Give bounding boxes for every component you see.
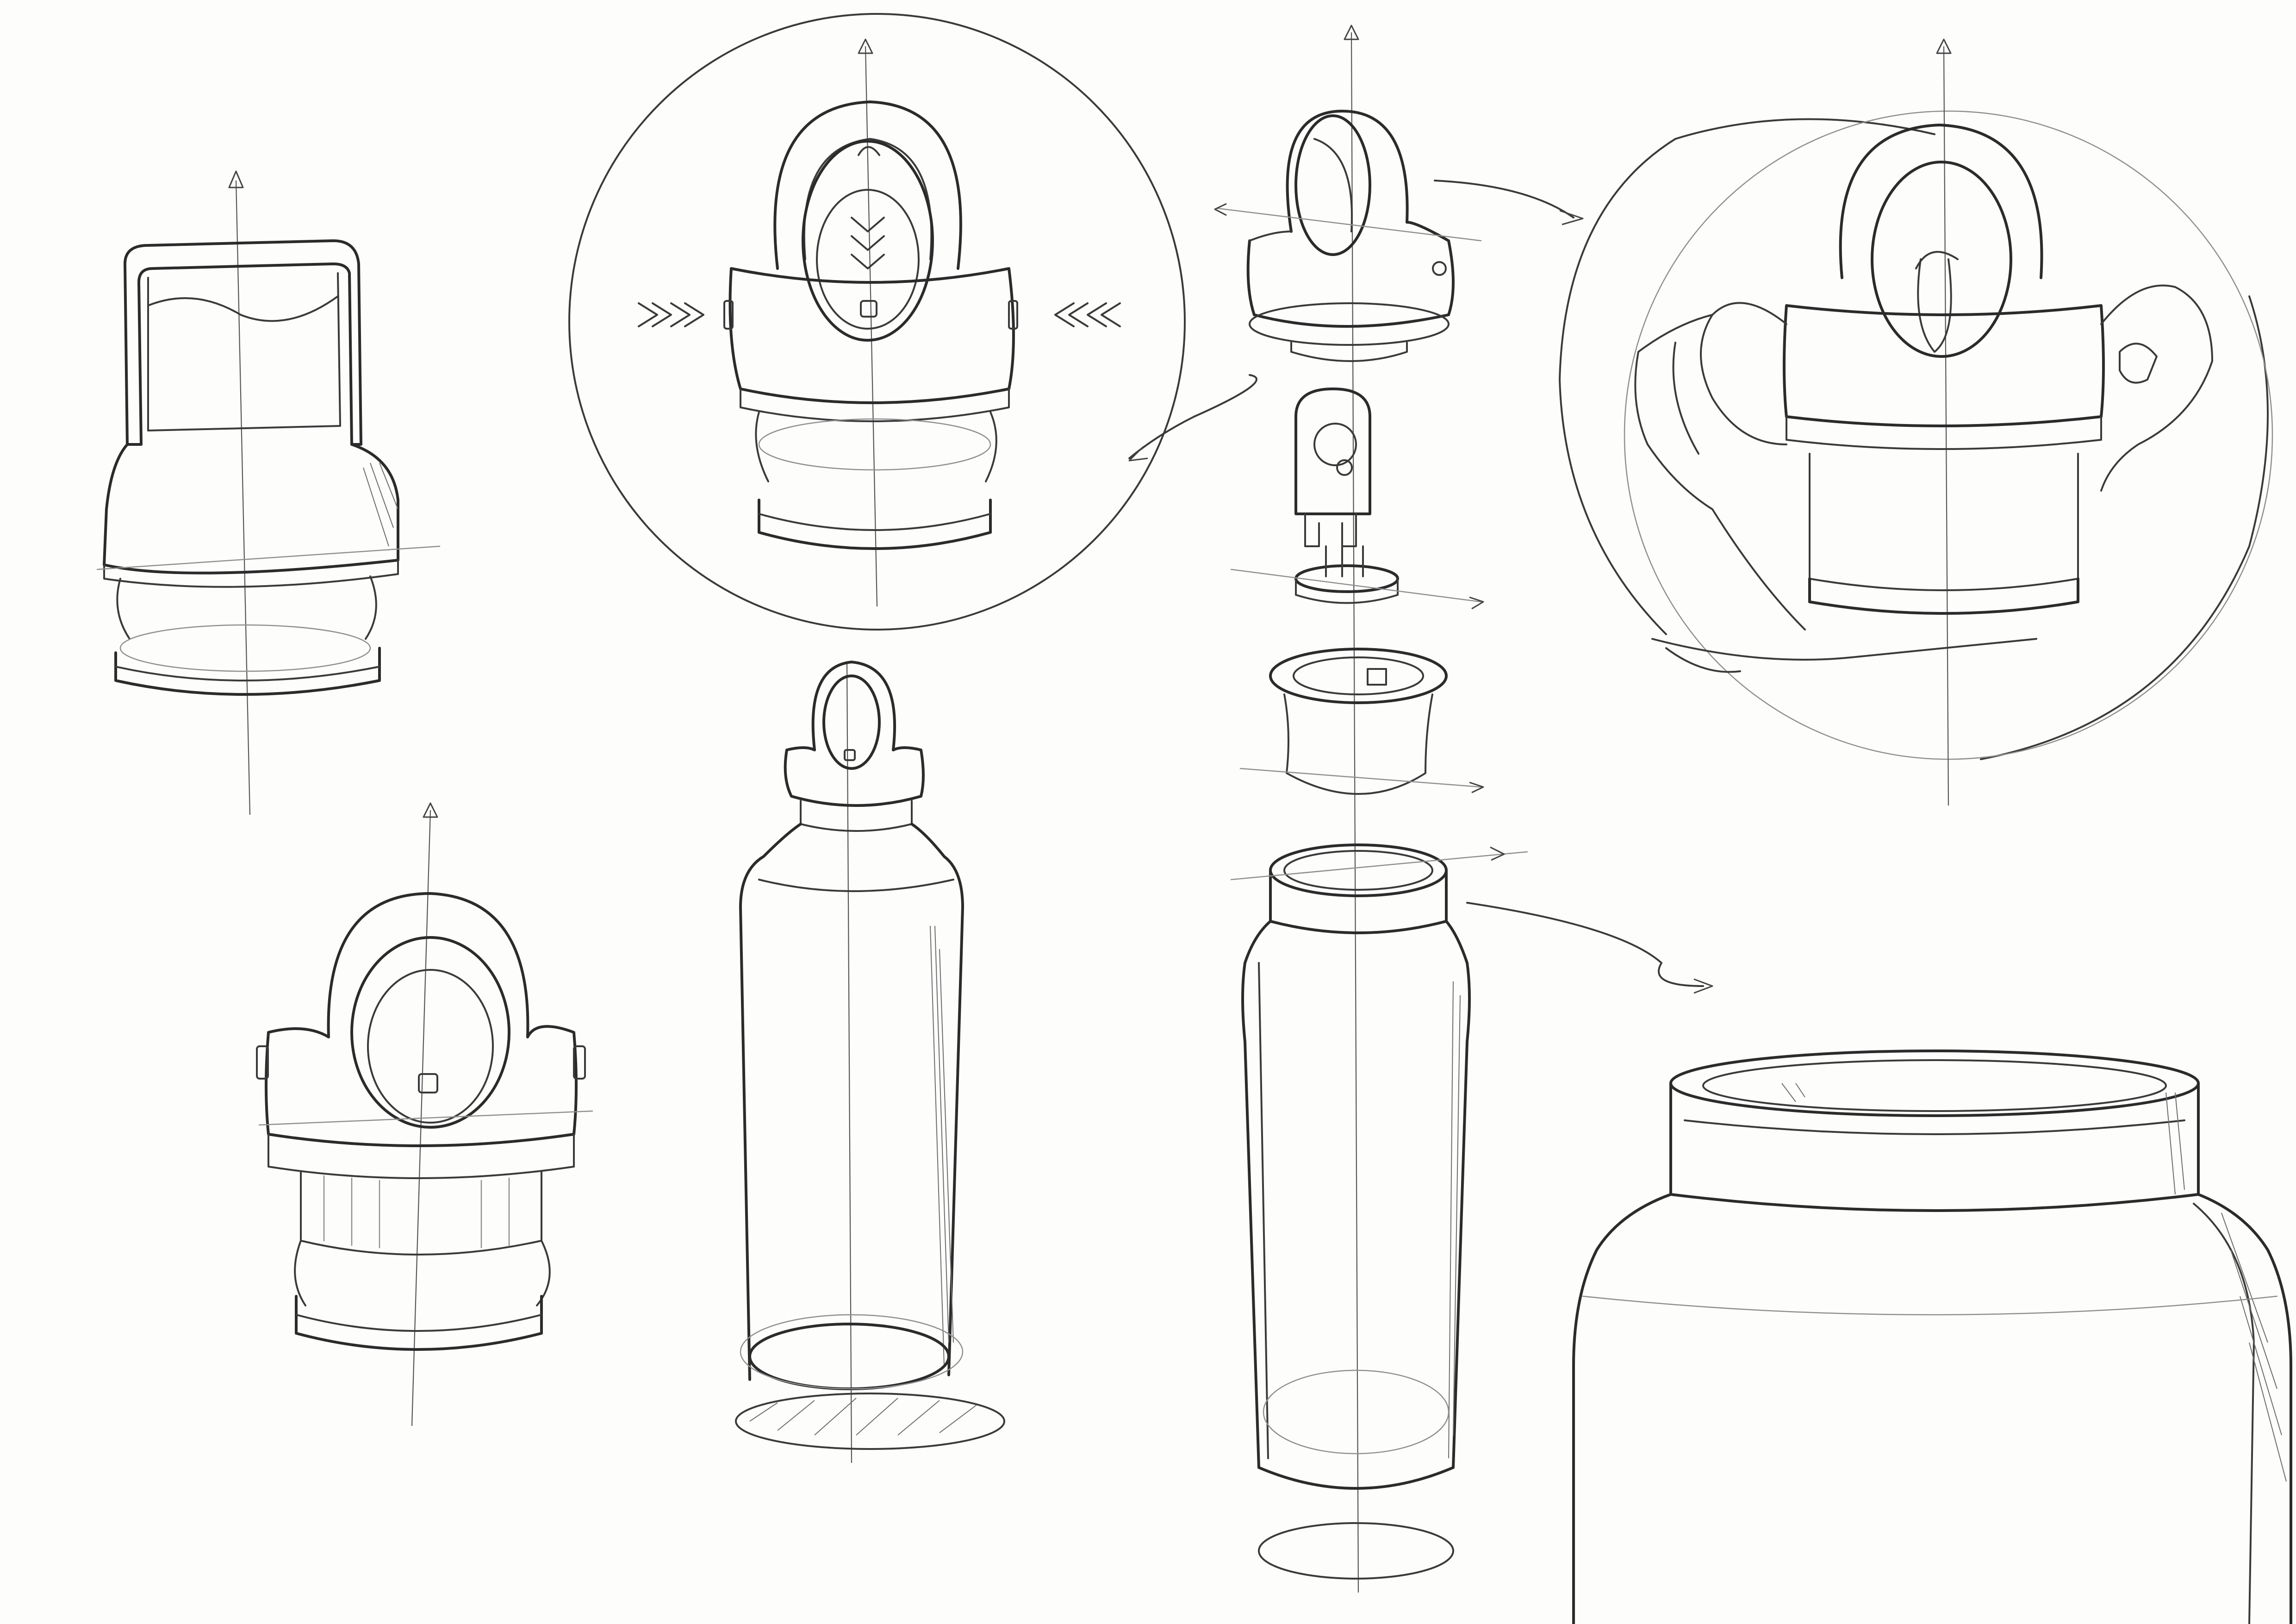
axis-arrow-icon <box>423 802 438 818</box>
double-chevron-right-icon <box>638 302 704 327</box>
double-chevron-left-icon <box>1054 302 1121 327</box>
bottle-exploded-view <box>1230 843 1713 1580</box>
cap-three-quarter-view <box>256 802 593 1426</box>
cap-side-view <box>96 170 441 815</box>
axis-arrow-icon <box>1344 25 1359 40</box>
cap-exploded-top <box>1214 25 1584 1593</box>
triple-chevron-down-icon <box>851 217 885 269</box>
bottle-assembled <box>735 661 1005 1463</box>
cap-detail-circle-press <box>568 13 1257 631</box>
cap-in-hand-circle <box>1559 38 2273 806</box>
axis-arrow-icon <box>228 170 244 188</box>
bottle-neck-closeup <box>1572 1049 2292 1624</box>
axis-arrow-icon <box>858 38 873 54</box>
axis-arrow-icon <box>1936 38 1952 54</box>
